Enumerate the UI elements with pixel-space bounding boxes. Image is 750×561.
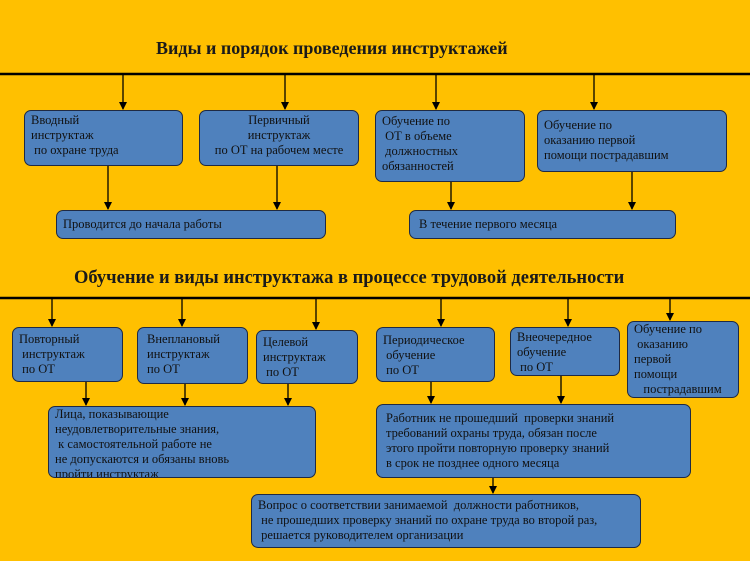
section1-title: Виды и порядок проведения инструктажей xyxy=(156,38,508,58)
first-aid-training-box-2: Обучение по оказанию первой помощи постр… xyxy=(627,321,739,398)
first-aid-training-box: Обучение по оказанию первой помощи постр… xyxy=(537,110,727,172)
note-second-failure-decision: Вопрос о соответствии занимаемой должнос… xyxy=(251,494,641,548)
section2-title: Обучение и виды инструктажа в процессе т… xyxy=(74,268,625,288)
induction-briefing-box: Вводный инструктаж по охране труда xyxy=(24,110,183,166)
unscheduled-briefing-box: Внеплановый инструктаж по ОТ xyxy=(137,327,248,384)
targeted-briefing-box: Целевой инструктаж по ОТ xyxy=(256,330,358,384)
note-knowledge-retest: Работник не прошедший проверки знаний тр… xyxy=(376,404,691,478)
job-duties-training-box: Обучение по ОТ в объеме должностных обяз… xyxy=(375,110,525,182)
note-before-work: Проводится до начала работы xyxy=(56,210,326,239)
primary-briefing-box: Первичный инструктаж по ОТ на рабочем ме… xyxy=(199,110,359,166)
repeat-briefing-box: Повторный инструктаж по ОТ xyxy=(12,327,123,382)
periodic-training-box: Периодическое обучение по ОТ xyxy=(376,327,495,382)
note-unsatisfactory-knowledge: Лица, показывающие неудовлетворительные … xyxy=(48,406,316,478)
note-first-month: В течение первого месяца xyxy=(409,210,676,239)
extraordinary-training-box: Внеочередное обучение по ОТ xyxy=(510,327,620,376)
